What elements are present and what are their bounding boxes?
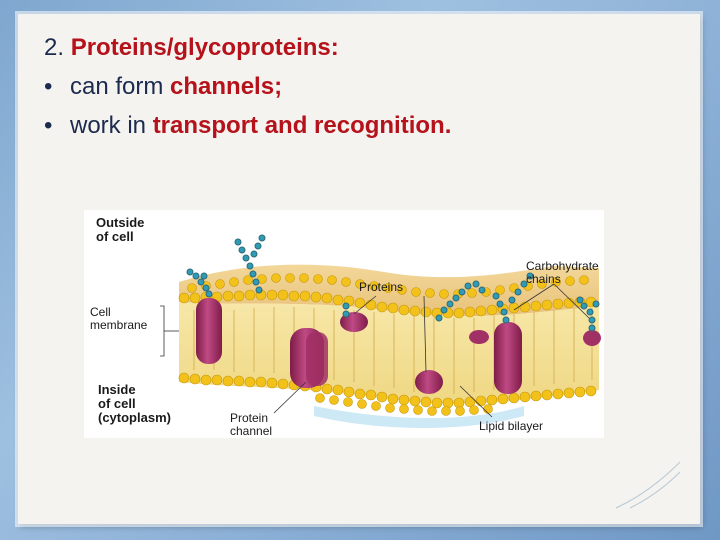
membrane-core [179, 302, 599, 404]
label-membrane-line: Cell [90, 305, 111, 319]
label-carbohydrate-line: Carbohydrate [526, 259, 599, 273]
label-inside-line: (cytoplasm) [98, 410, 171, 425]
cytoplasm-shade [314, 406, 524, 428]
lipid-heads-bottom [178, 372, 597, 416]
membrane-illustration [160, 234, 601, 428]
label-carbohydrate-chains: Carbohydrate chains [526, 260, 599, 286]
label-inside: Inside of cell (cytoplasm) [98, 383, 171, 425]
label-membrane-line: membrane [90, 318, 148, 332]
bullet-highlight: channels; [170, 73, 283, 100]
bullet-marker: • [44, 73, 53, 100]
label-protein-channel: Protein channel [230, 412, 272, 438]
label-inside-line: of cell [98, 396, 136, 411]
bullet-text: can form [70, 73, 171, 100]
label-cell-membrane: Cell membrane [90, 306, 147, 332]
label-channel-line: Protein [230, 411, 269, 425]
label-carbohydrate-line: chains [526, 272, 561, 286]
membrane-proteins [196, 298, 601, 394]
slide-title: 2. Proteins/glycoproteins: [44, 34, 339, 62]
bullet-text: work in [70, 112, 153, 139]
label-inside-line: Inside [98, 382, 136, 397]
label-channel-line: channel [230, 424, 273, 438]
label-lipid-bilayer: Lipid bilayer [479, 419, 544, 433]
bullet-item: • can form channels; [44, 73, 282, 101]
leader-lines [160, 283, 590, 418]
slide-paper: 2. Proteins/glycoproteins: • can form cha… [18, 14, 700, 524]
bullet-item: • work in transport and recognition. [44, 112, 451, 140]
label-outside-line: of cell [96, 229, 134, 244]
bullet-marker: • [44, 112, 53, 139]
slide-number: 2. [44, 34, 65, 61]
page-curl-decoration [615, 461, 681, 509]
label-proteins: Proteins [359, 280, 404, 294]
bullet-highlight: transport and recognition. [152, 112, 452, 139]
label-outside: Outside of cell [96, 216, 144, 244]
cell-membrane-figure: Outside of cell Cell membrane Inside of … [84, 210, 604, 438]
label-outside-line: Outside [96, 215, 145, 230]
title-highlight: Proteins/glycoproteins: [70, 34, 339, 61]
carbohydrate-chains [186, 234, 600, 332]
